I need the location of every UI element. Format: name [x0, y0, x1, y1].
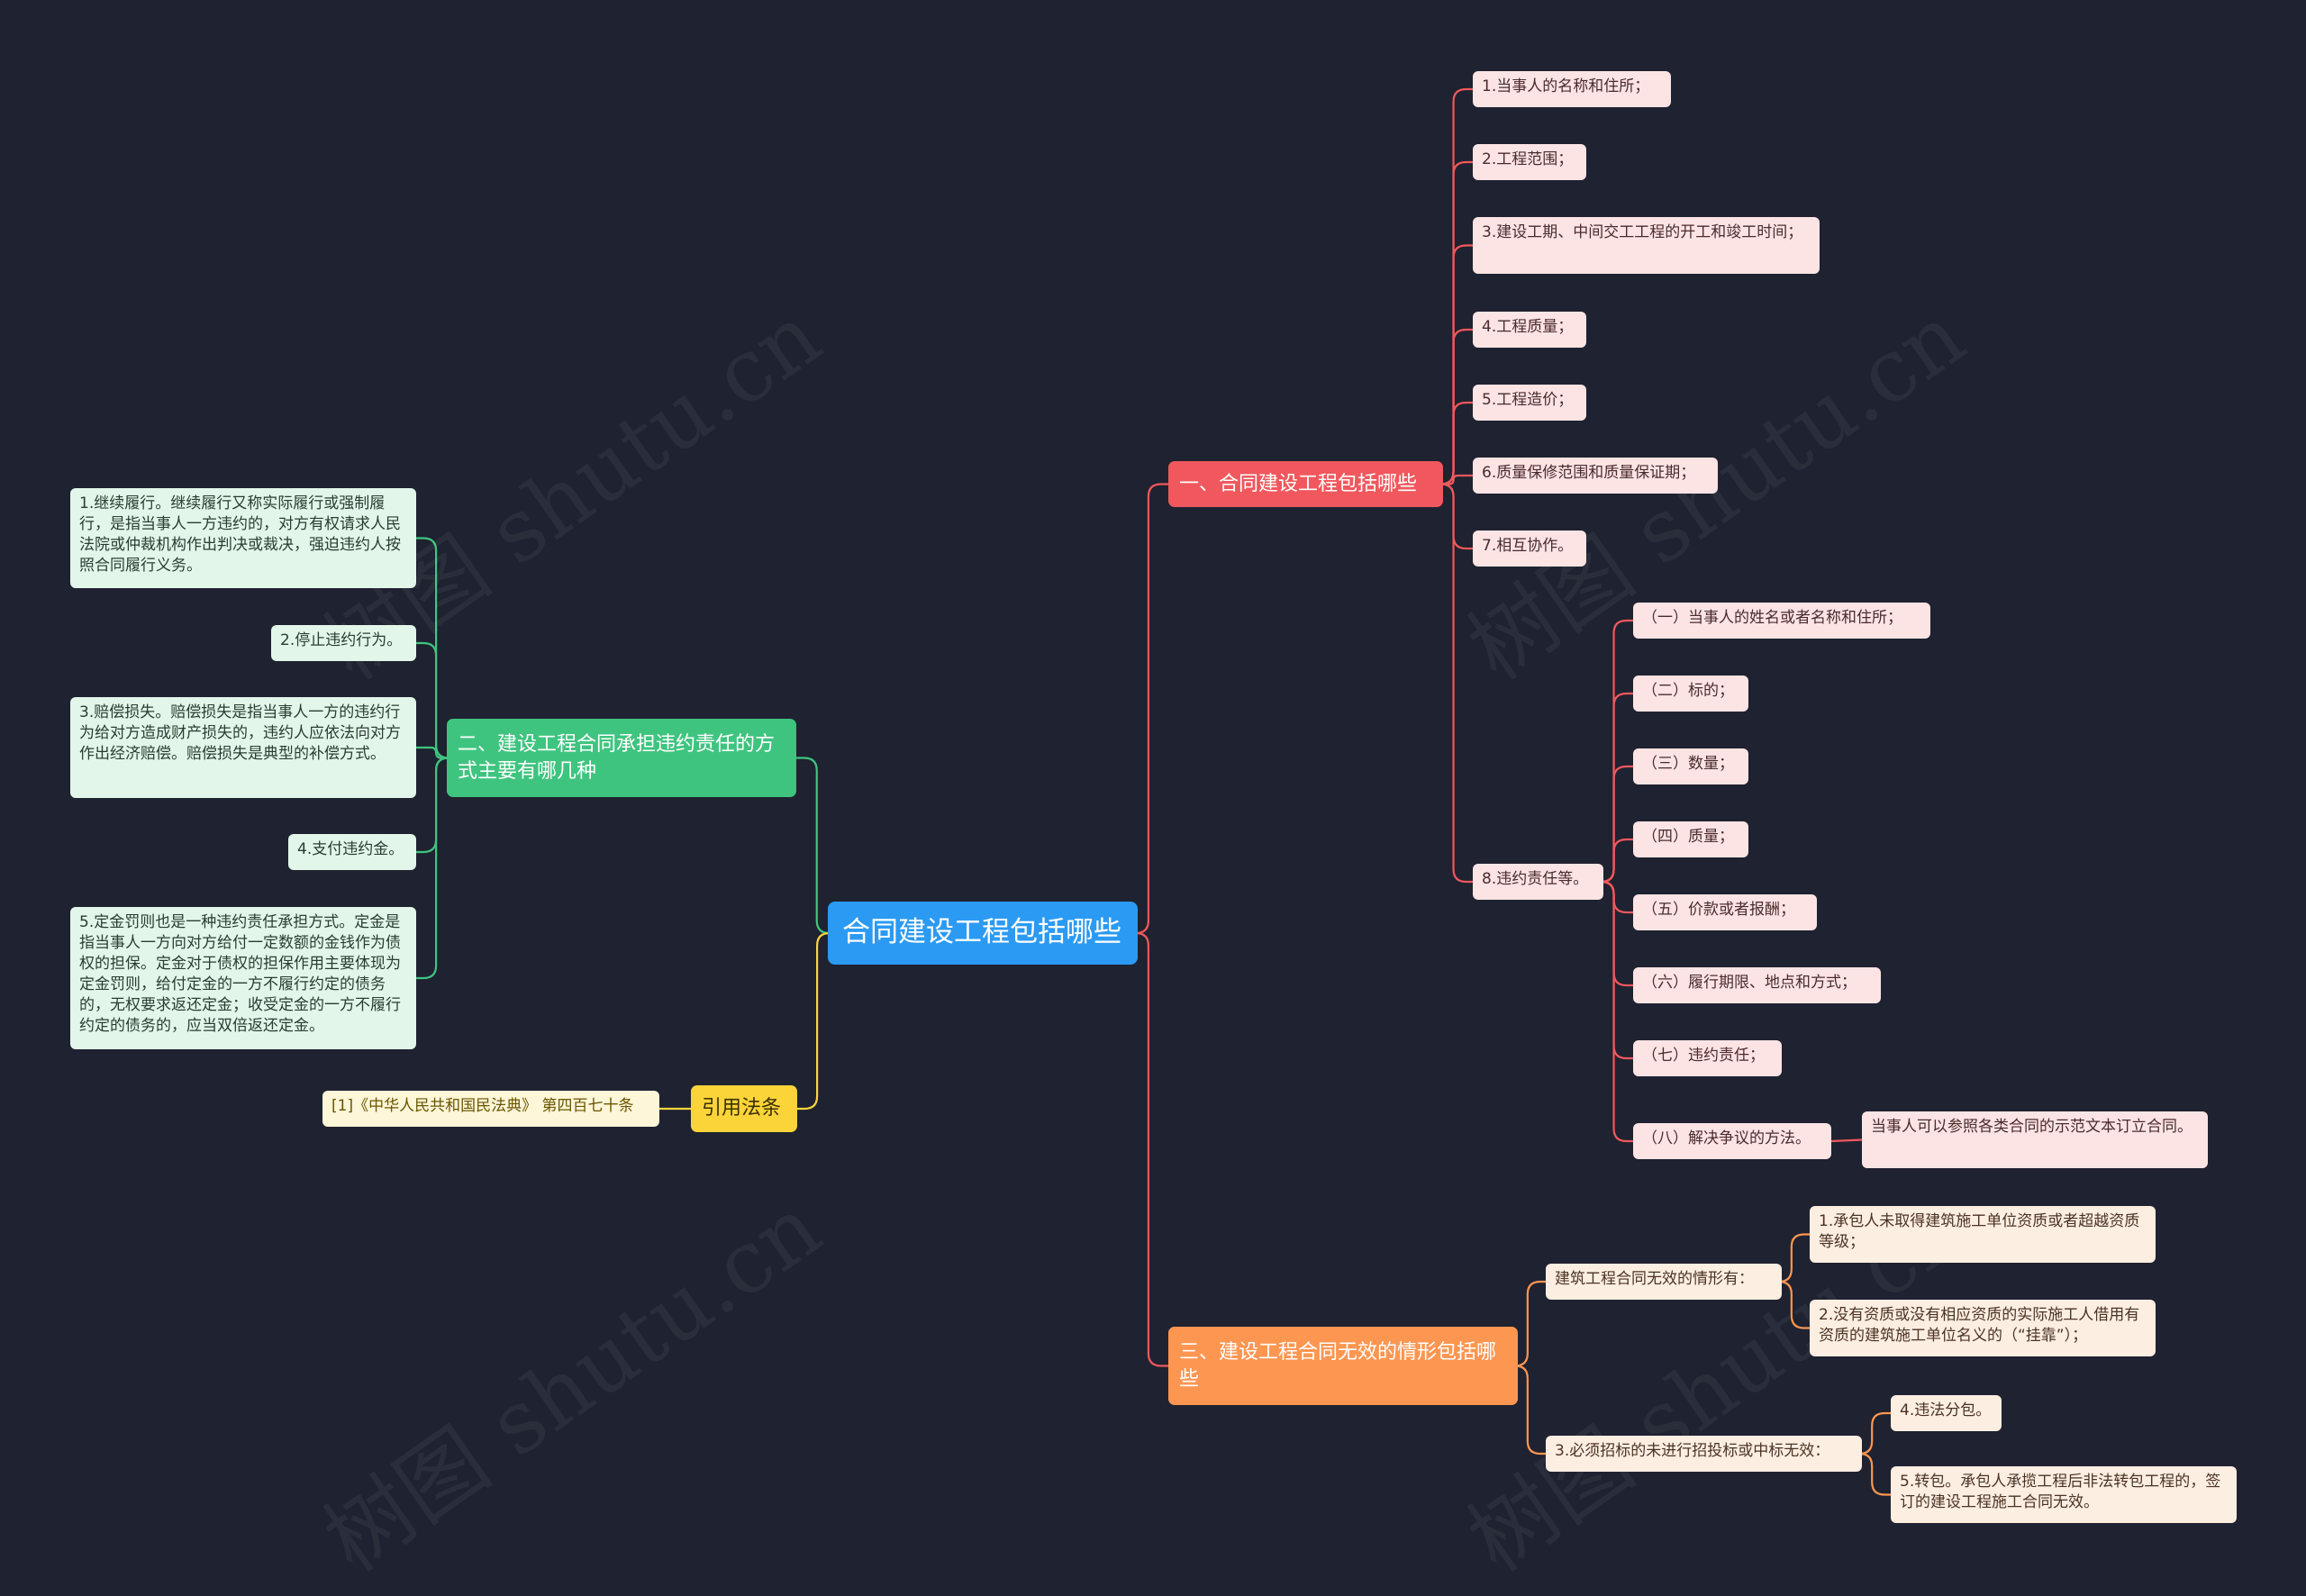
root-topic[interactable]: 合同建设工程包括哪些 — [828, 902, 1138, 965]
contract-item-liability[interactable]: 8.违约责任等。 — [1473, 864, 1603, 900]
invalid-case-item[interactable]: 5.转包。承包人承揽工程后非法转包工程的，签订的建设工程施工合同无效。 — [1891, 1466, 2237, 1523]
liability-sub-item[interactable]: （五）价款或者报酬； — [1633, 894, 1817, 930]
connector-line — [1440, 160, 1473, 485]
connector-line — [1601, 692, 1633, 884]
connector-line — [1830, 1138, 1863, 1143]
invalid-case-item[interactable]: 1.承包人未取得建筑施工单位资质或者超越资质等级； — [1810, 1206, 2156, 1263]
liability-sub-item[interactable]: （一）当事人的姓名或者名称和住所； — [1633, 603, 1930, 639]
connector-line — [1440, 483, 1473, 550]
liability-method-item[interactable]: 5.定金罚则也是一种违约责任承担方式。定金是指当事人一方向对方给付一定数额的金钱… — [70, 907, 416, 1049]
connector-line — [1601, 880, 1633, 914]
connector-line — [1601, 880, 1633, 987]
liability-sub-item[interactable]: （七）违约责任； — [1633, 1040, 1782, 1076]
connector-line — [1601, 880, 1633, 1143]
invalid-case-item[interactable]: 2.没有资质或没有相应资质的实际施工人借用有资质的建筑施工单位名义的（“挂靠”）… — [1810, 1300, 2156, 1356]
liability-sub-item[interactable]: （八）解决争议的方法。 — [1633, 1123, 1831, 1159]
liability-method-item[interactable]: 4.支付违约金。 — [288, 834, 416, 870]
contract-item[interactable]: 2.工程范围； — [1473, 144, 1586, 180]
invalid-group-label[interactable]: 3.必须招标的未进行招投标或中标无效： — [1546, 1436, 1862, 1472]
liability-method-item[interactable]: 3.赔偿损失。赔偿损失是指当事人一方的违约行为给对方造成财产损失的，违约人应依法… — [70, 697, 416, 798]
connector-line — [416, 641, 449, 759]
liability-sub-item[interactable]: （三）数量； — [1633, 748, 1748, 784]
dispute-note[interactable]: 当事人可以参照各类合同的示范文本订立合同。 — [1862, 1111, 2208, 1168]
connector-line — [416, 757, 449, 980]
connector-line — [416, 757, 449, 854]
connector-line — [1135, 483, 1168, 935]
connector-line — [1601, 765, 1633, 884]
connector-line — [797, 931, 831, 1111]
liability-sub-item[interactable]: （四）质量； — [1633, 821, 1748, 857]
contract-item[interactable]: 1.当事人的名称和住所； — [1473, 71, 1671, 107]
invalid-case-item[interactable]: 4.违法分包。 — [1891, 1395, 2002, 1431]
connector-line — [796, 757, 830, 935]
connector-line — [1440, 483, 1473, 884]
connector-line — [1859, 1452, 1891, 1496]
connector-line — [1778, 1280, 1810, 1329]
liability-sub-item[interactable]: （六）履行期限、地点和方式； — [1633, 967, 1881, 1003]
contract-item[interactable]: 3.建设工期、中间交工工程的开工和竣工时间； — [1473, 217, 1820, 274]
liability-sub-item[interactable]: （二）标的； — [1633, 676, 1748, 712]
connector-line — [1443, 474, 1473, 485]
branch-liability-methods[interactable]: 二、建设工程合同承担违约责任的方式主要有哪几种 — [447, 719, 796, 797]
connector-line — [1440, 87, 1473, 485]
connector-line — [416, 746, 447, 759]
liability-method-item[interactable]: 1.继续履行。继续履行又称实际履行或强制履行，是指当事人一方违约的，对方有权请求… — [70, 488, 416, 588]
branch-contract-contents[interactable]: 一、合同建设工程包括哪些 — [1168, 461, 1443, 507]
connector-line — [1859, 1411, 1891, 1455]
connector-line — [1440, 401, 1473, 485]
contract-item[interactable]: 6.质量保修范围和质量保证期； — [1473, 458, 1718, 494]
liability-method-item[interactable]: 2.停止违约行为。 — [271, 625, 416, 661]
cited-law-item[interactable]: [1]《中华人民共和国民法典》 第四百七十条 — [322, 1091, 659, 1127]
connector-line — [1778, 1233, 1810, 1283]
invalid-group-label[interactable]: 建筑工程合同无效的情形有： — [1546, 1264, 1782, 1300]
contract-item[interactable]: 4.工程质量； — [1473, 312, 1586, 348]
connector-line — [1601, 838, 1633, 884]
connector-line — [1440, 244, 1473, 485]
connector-line — [1514, 1365, 1546, 1455]
contract-item[interactable]: 7.相互协作。 — [1473, 530, 1586, 567]
contract-item[interactable]: 5.工程造价； — [1473, 385, 1586, 421]
branch-cited-law[interactable]: 引用法条 — [691, 1085, 797, 1132]
connector-line — [416, 537, 449, 759]
connector-line — [1514, 1280, 1546, 1367]
connector-line — [1135, 931, 1168, 1367]
branch-invalid-cases[interactable]: 三、建设工程合同无效的情形包括哪些 — [1168, 1327, 1518, 1405]
